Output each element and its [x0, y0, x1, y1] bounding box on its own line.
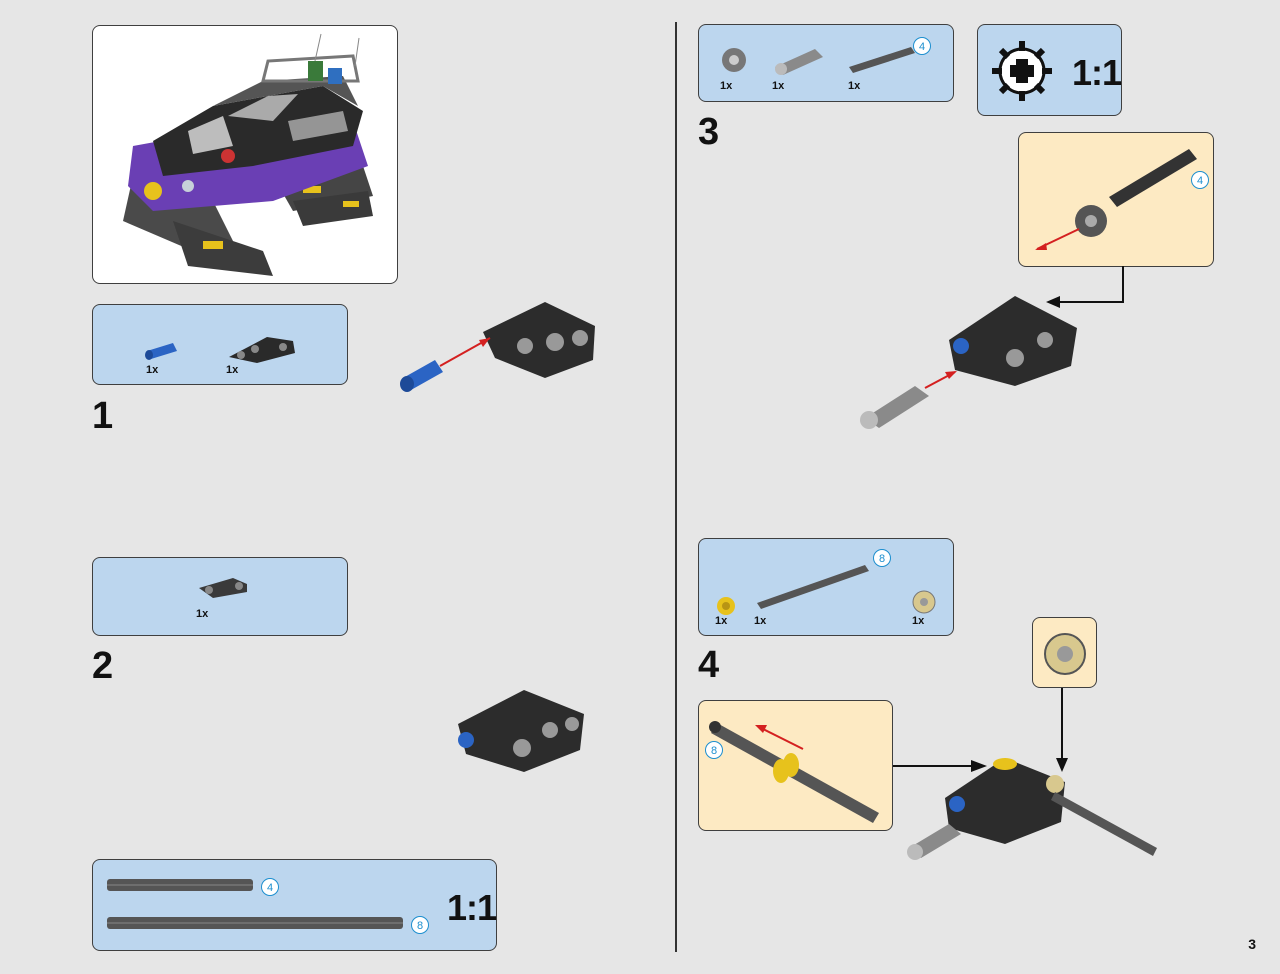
step3-callout-arrow [1046, 266, 1124, 308]
axle-length-badge: 8 [705, 741, 723, 759]
connector-icon [199, 578, 247, 598]
tan-gear-icon [912, 590, 936, 614]
step4-subassembly-arrow [893, 760, 987, 772]
step1-number: 1 [92, 395, 114, 437]
axle-length-badge: 4 [1191, 171, 1209, 189]
step2-number: 2 [92, 645, 114, 687]
step3-number: 3 [698, 111, 720, 153]
step1-assembly-image [400, 302, 595, 392]
step1-part1-qty: 1x [146, 364, 159, 376]
step4-number: 4 [698, 644, 720, 686]
step4-gear-arrow [1056, 688, 1068, 772]
axle-bush-subassembly-image [709, 721, 879, 823]
axle-icon [757, 565, 869, 609]
axle-icon [107, 917, 403, 929]
step4-subassembly-callout: 8 [698, 700, 893, 831]
step3-assembly-image [860, 296, 1077, 429]
step3-part1-qty: 1x [720, 80, 733, 92]
step2-parts-list: 1x [92, 557, 348, 636]
step1-parts-list: 1x 1x [92, 304, 348, 385]
axle-icon [107, 879, 253, 891]
axle-length-badge: 8 [873, 549, 891, 567]
step3-parts-list: 1x 1x 4 1x [698, 24, 954, 102]
tan-gear-icon [1044, 633, 1086, 675]
step2-assembly-image [458, 690, 584, 772]
step4-gear-callout [1032, 617, 1097, 688]
gear-axle-subassembly-image [1035, 149, 1197, 250]
axle-length-badge: 4 [261, 878, 279, 896]
model-overview-panel [92, 25, 398, 284]
gear-icon [992, 41, 1052, 101]
step4-part1-qty: 1x [715, 615, 728, 627]
scale-reference-axles: 4 8 1:1 [92, 859, 497, 951]
gear-icon [722, 48, 746, 72]
scale-label: 1:1 [447, 887, 497, 928]
step4-part2-qty: 1x [754, 615, 767, 627]
step3-part2-qty: 1x [772, 80, 785, 92]
step4-parts-list: 1x 8 1x 1x [698, 538, 954, 636]
model-vehicle-image [123, 33, 373, 276]
step3-subassembly-callout: 4 [1018, 132, 1214, 267]
universal-joint-icon [775, 49, 823, 75]
step1-part2-qty: 1x [226, 364, 239, 376]
blue-pin-icon [145, 343, 177, 360]
scale-label: 1:1 [1072, 52, 1122, 93]
bent-beam-icon [229, 337, 295, 363]
step2-part1-qty: 1x [196, 608, 209, 620]
step4-assembly-image [907, 758, 1157, 860]
step4-part3-qty: 1x [912, 615, 925, 627]
axle-length-badge: 4 [913, 37, 931, 55]
bush-icon [717, 597, 735, 615]
axle-length-badge: 8 [411, 916, 429, 934]
page-number: 3 [1248, 936, 1256, 952]
scale-reference-gear: 1:1 [977, 24, 1122, 116]
axle-icon [849, 47, 915, 73]
step3-part3-qty: 1x [848, 80, 861, 92]
page-divider [675, 22, 677, 952]
